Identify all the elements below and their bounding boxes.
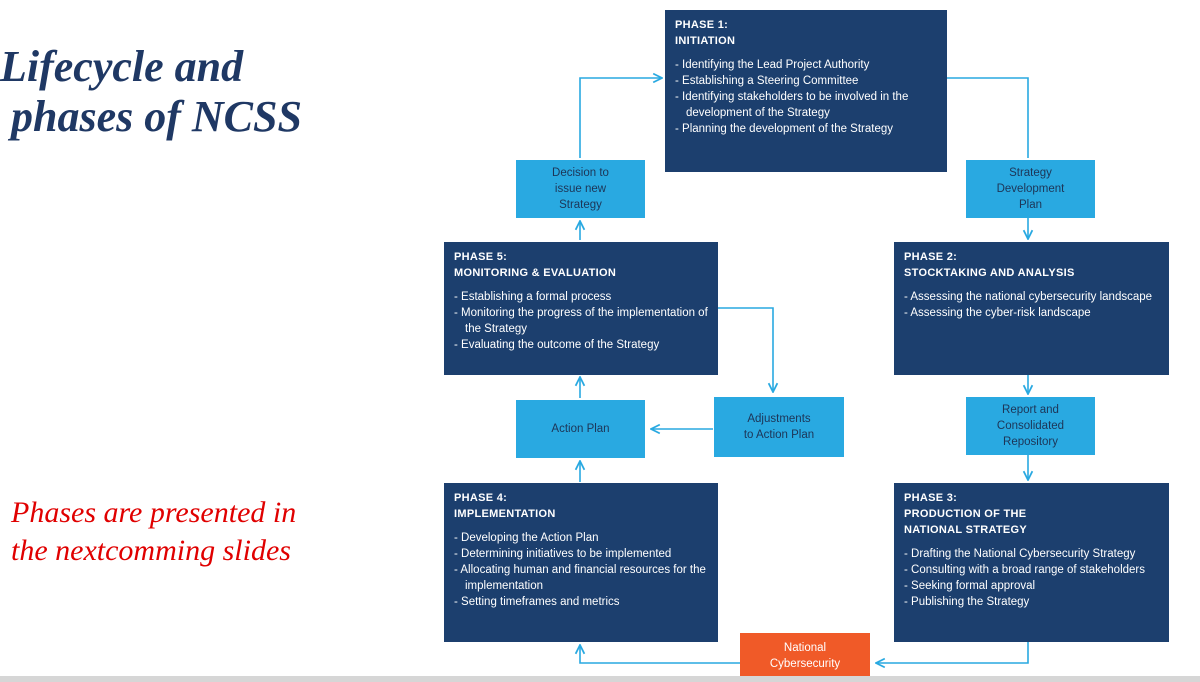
- strategy-plan-box: Strategy Development Plan: [966, 160, 1095, 218]
- list-item: Establishing a formal process: [454, 289, 708, 305]
- title-line-1: Lifecycle and: [0, 42, 244, 91]
- slide-bottom-edge: [0, 676, 1200, 682]
- list-item: Publishing the Strategy: [904, 594, 1159, 610]
- phase-1-heading: PHASE 1: INITIATION: [675, 19, 736, 47]
- phase-4-implementation: PHASE 4: IMPLEMENTATION Developing the A…: [444, 483, 718, 642]
- list-item: Seeking formal approval: [904, 578, 1159, 594]
- list-item: Assessing the national cybersecurity lan…: [904, 289, 1159, 305]
- arrow-decision-to-phase1: [579, 78, 662, 158]
- list-item: Planning the development of the Strategy: [675, 121, 937, 137]
- adjustments-box: Adjustments to Action Plan: [714, 397, 844, 457]
- list-item: Monitoring the progress of the implement…: [454, 305, 708, 337]
- note-line-1: Phases are presented in: [11, 496, 297, 529]
- list-item: Drafting the National Cybersecurity Stra…: [904, 546, 1159, 562]
- arrow-phase5-to-adjustments: [718, 307, 773, 392]
- phase-2-heading: PHASE 2: STOCKTAKING AND ANALYSIS: [904, 251, 1075, 279]
- phase-1-list: Identifying the Lead Project Authority E…: [675, 57, 937, 137]
- list-item: Establishing a Steering Committee: [675, 73, 937, 89]
- title-line-2: phases of NCSS: [0, 92, 302, 141]
- phase-3-heading: PHASE 3: PRODUCTION OF THE NATIONAL STRA…: [904, 492, 1028, 536]
- arrow-national-to-phase4: [580, 645, 740, 664]
- phase-5-heading: PHASE 5: MONITORING & EVALUATION: [454, 251, 617, 279]
- slide-note: Phases are presented in the nextcomming …: [11, 494, 411, 570]
- arrow-phase1-to-plan: [918, 77, 1029, 158]
- list-item: Evaluating the outcome of the Strategy: [454, 337, 708, 353]
- list-item: Identifying the Lead Project Authority: [675, 57, 937, 73]
- phase-5-list: Establishing a formal process Monitoring…: [454, 289, 708, 353]
- list-item: Setting timeframes and metrics: [454, 594, 708, 610]
- national-strategy-box: National Cybersecurity: [740, 633, 870, 676]
- phase-2-list: Assessing the national cybersecurity lan…: [904, 289, 1159, 321]
- list-item: Assessing the cyber-risk landscape: [904, 305, 1159, 321]
- list-item: Determining initiatives to be implemente…: [454, 546, 708, 562]
- arrow-phase3-to-national: [876, 642, 1029, 663]
- phase-4-heading: PHASE 4: IMPLEMENTATION: [454, 492, 556, 520]
- list-item: Consulting with a broad range of stakeho…: [904, 562, 1159, 578]
- slide-title: Lifecycle and phases of NCSS: [0, 42, 420, 142]
- list-item: Allocating human and financial resources…: [454, 562, 708, 594]
- note-line-2: the nextcomming slides: [11, 534, 291, 567]
- decision-box: Decision to issue new Strategy: [516, 160, 645, 218]
- report-box: Report and Consolidated Repository: [966, 397, 1095, 455]
- action-plan-box: Action Plan: [516, 400, 645, 458]
- phase-2-stocktaking: PHASE 2: STOCKTAKING AND ANALYSIS Assess…: [894, 242, 1169, 375]
- list-item: Identifying stakeholders to be involved …: [675, 89, 937, 121]
- phase-4-list: Developing the Action Plan Determining i…: [454, 530, 708, 610]
- phase-3-production: PHASE 3: PRODUCTION OF THE NATIONAL STRA…: [894, 483, 1169, 642]
- phase-5-monitoring: PHASE 5: MONITORING & EVALUATION Establi…: [444, 242, 718, 375]
- phase-3-list: Drafting the National Cybersecurity Stra…: [904, 546, 1159, 610]
- phase-1-initiation: PHASE 1: INITIATION Identifying the Lead…: [665, 10, 947, 172]
- list-item: Developing the Action Plan: [454, 530, 708, 546]
